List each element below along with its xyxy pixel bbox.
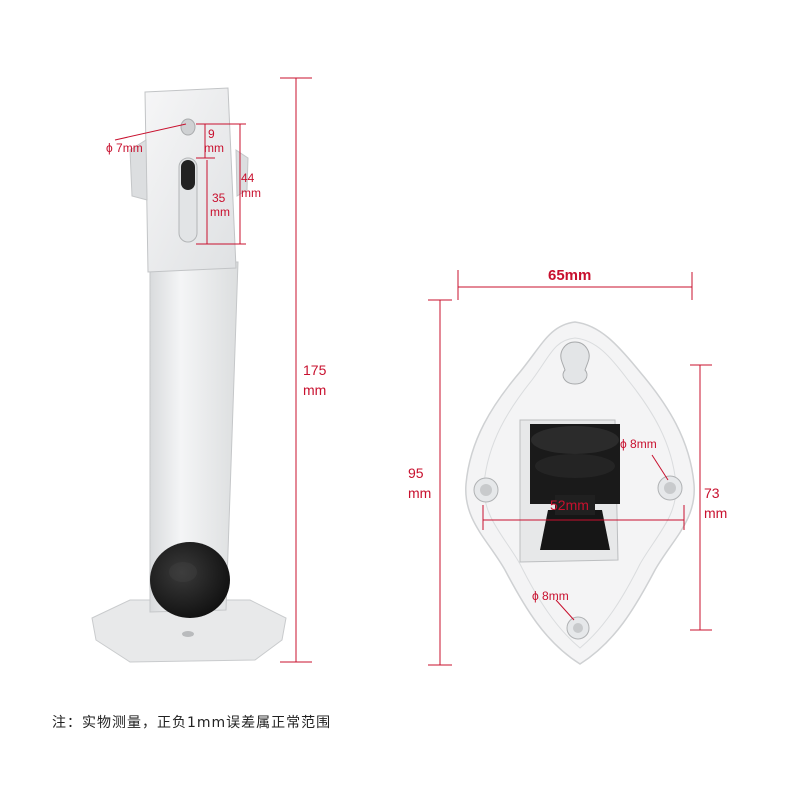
hole-vertical-value: 73 <box>704 485 720 501</box>
height-value: 95 <box>408 465 424 481</box>
hole-vertical-unit: mm <box>704 505 728 521</box>
keyhole-icon <box>560 341 590 385</box>
right-hole-icon <box>664 482 676 494</box>
plate-height-value: 44 <box>241 171 255 185</box>
hole-diameter-label: ϕ 7mm <box>106 141 143 155</box>
plate-height-unit: mm <box>241 186 261 200</box>
total-height-unit: mm <box>303 382 327 398</box>
knob-icon <box>150 542 230 618</box>
bottom-hole-icon <box>573 623 583 633</box>
top-hole-icon <box>180 118 196 136</box>
measurement-note: 注：实物测量，正负1mm误差属正常范围 <box>52 715 332 731</box>
bottom-hole-label: ϕ 8mm <box>532 589 569 603</box>
total-height-value: 175 <box>303 362 327 378</box>
slot-length-unit: mm <box>210 205 230 219</box>
height-unit: mm <box>408 485 432 501</box>
top-offset-unit: mm <box>204 141 224 155</box>
left-dimension-lines <box>114 77 312 663</box>
width-label: 65mm <box>548 267 592 284</box>
slot-length-value: 35 <box>212 191 226 205</box>
base-hole-icon <box>182 631 194 637</box>
left-hole-icon <box>480 484 492 496</box>
hole-spacing-label: 52mm <box>550 497 589 513</box>
bracket-base-view <box>465 321 695 665</box>
right-dimension-lines <box>428 270 712 666</box>
top-offset-value: 9 <box>208 127 215 141</box>
side-hole-label: ϕ 8mm <box>620 437 657 451</box>
bracket-side-view <box>91 87 287 663</box>
